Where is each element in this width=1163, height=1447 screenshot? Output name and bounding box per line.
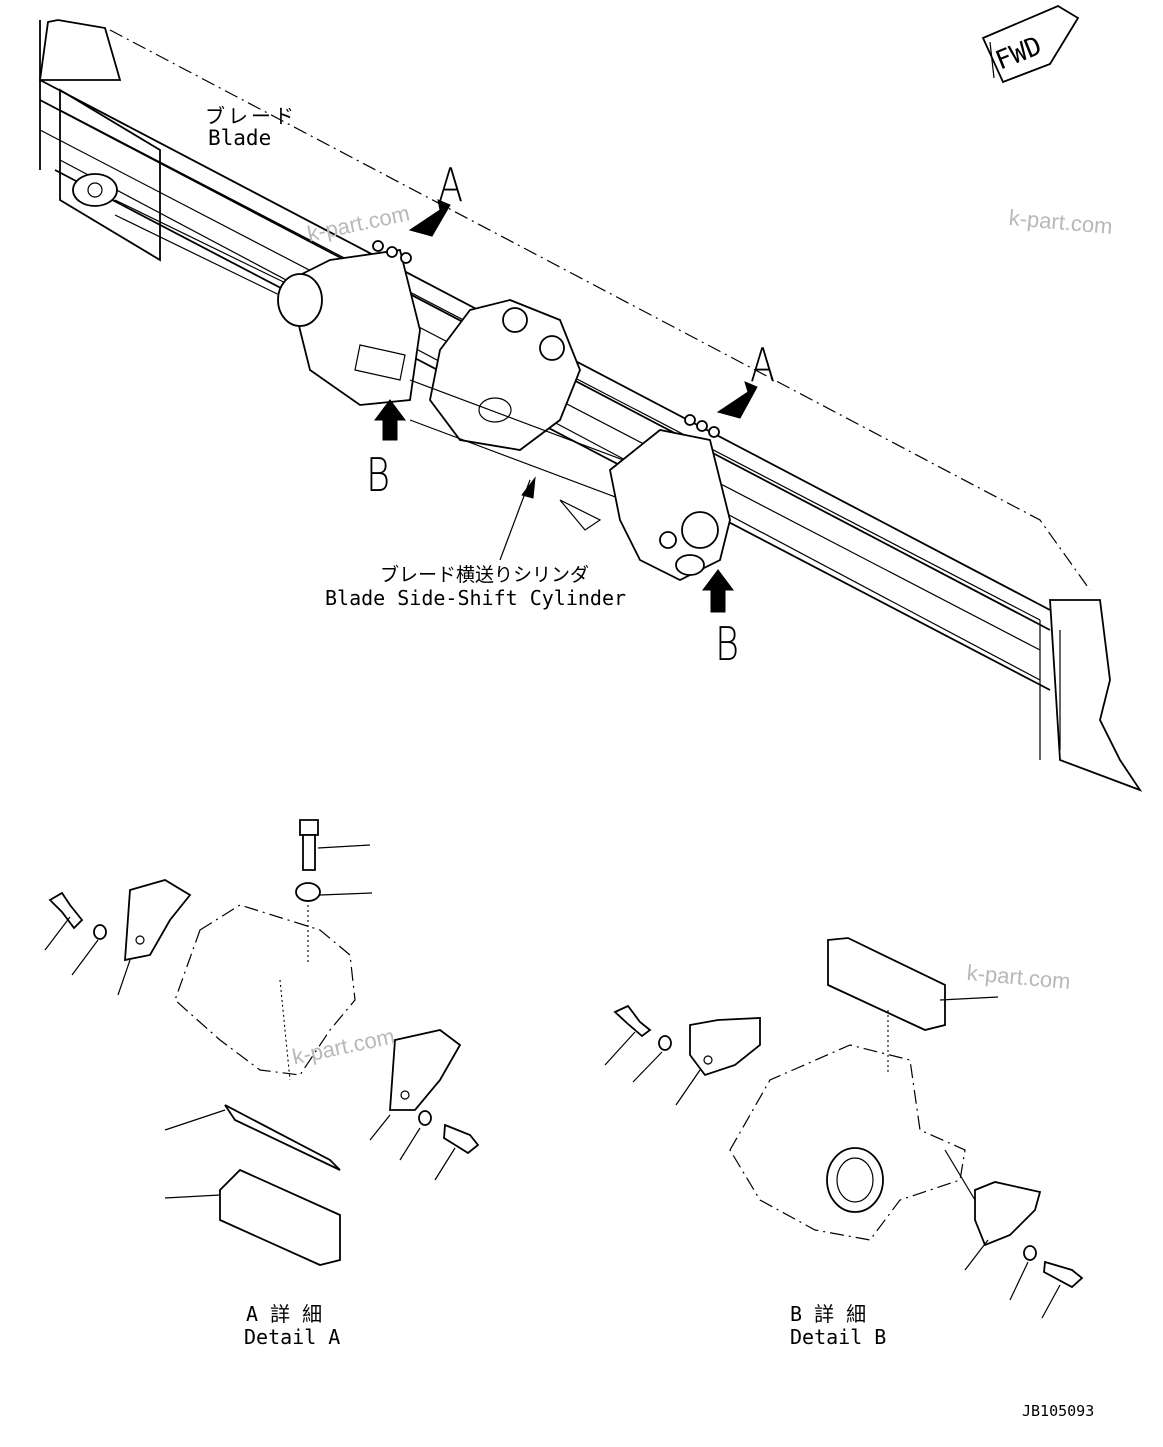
fwd-arrow-icon: FWD <box>981 4 1080 84</box>
callout-b-left: B <box>366 448 391 502</box>
callout-a-right: A <box>750 338 776 392</box>
leader-arrow-icon <box>521 476 536 499</box>
blade-outline <box>38 19 1143 792</box>
drawing-number: JB105093 <box>1022 1402 1095 1420</box>
bolt-icon <box>372 240 720 438</box>
fwd-label: FWD <box>991 31 1046 76</box>
cylinder-label-jp: ブレード横送りシリンダ <box>380 564 590 586</box>
cylinder-label-en: Blade Side-Shift Cylinder <box>325 586 627 610</box>
blade-label-jp: ブレード <box>205 104 297 128</box>
detail-a-label-jp: A 詳 細 <box>246 1302 323 1326</box>
detail-b-drawing <box>604 937 1084 1319</box>
detail-b-label-en: Detail B <box>790 1325 887 1349</box>
blade-label-en: Blade <box>208 126 272 150</box>
callout-a-top: A <box>438 158 464 212</box>
callout-b-right: B <box>715 617 740 671</box>
detail-a-drawing <box>44 819 480 1266</box>
blade-side-shift-cylinder <box>277 240 731 582</box>
detail-b-label-jp: B 詳 細 <box>790 1302 867 1326</box>
callout-arrow-icon <box>374 199 758 613</box>
detail-a-label-en: Detail A <box>244 1325 341 1349</box>
